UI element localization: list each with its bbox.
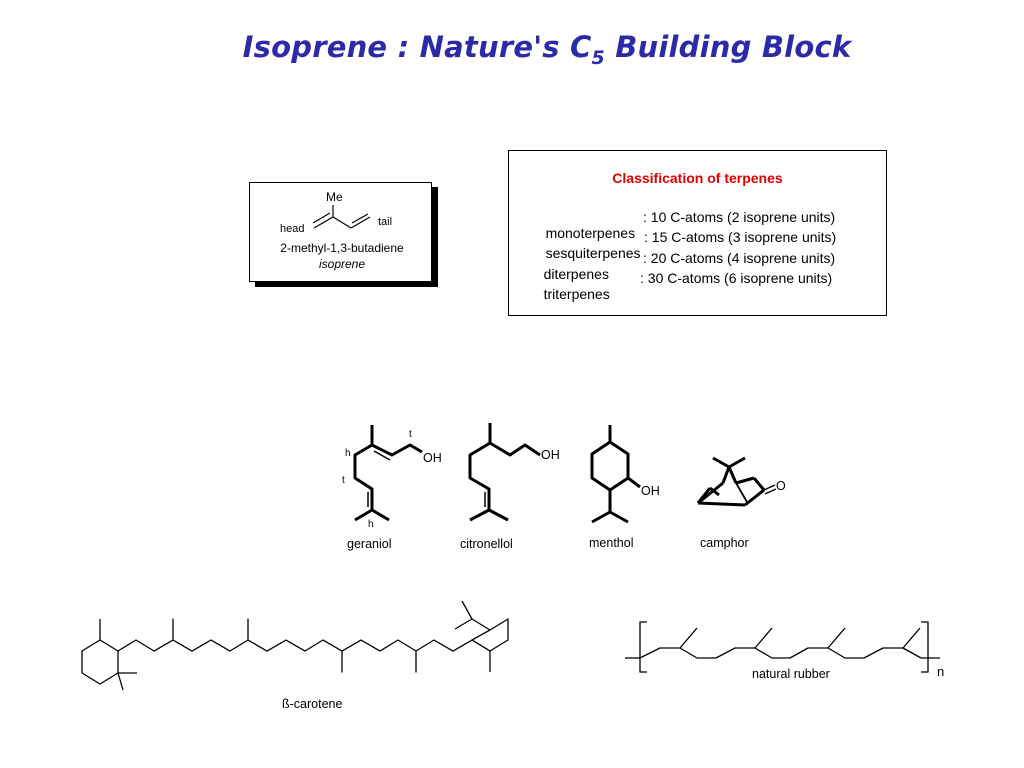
class-row-sesquiterpenes: sesquiterpenes : 15 C-atoms (3 isoprene … (530, 229, 837, 293)
geraniol-oh-label: OH (423, 451, 442, 465)
isoprene-head-label: head (280, 223, 304, 235)
menthol-structure (590, 425, 641, 524)
class-row-desc: : 15 C-atoms (3 isoprene units) (644, 229, 837, 245)
camphor-structure (696, 456, 777, 507)
class-row-triterpenes: triterpenes : 30 C-atoms (6 isoprene uni… (528, 270, 833, 334)
class-row-name: monoterpenes (545, 225, 636, 241)
citronellol-structure (468, 423, 541, 522)
class-row-name: diterpenes (543, 266, 609, 282)
geraniol-t1-label: t (409, 429, 412, 440)
class-row-desc: : 20 C-atoms (4 isoprene units) (643, 250, 836, 266)
title-main: Isoprene : Nature's C (242, 30, 592, 64)
citronellol-oh-label: OH (541, 448, 560, 462)
isoprene-me-label: Me (326, 190, 343, 204)
natural-rubber-n-label: n (937, 664, 944, 679)
classification-title: Classification of terpenes (612, 170, 783, 186)
isoprene-box: Me head tail 2-methyl-1,3-butadiene isop… (249, 182, 432, 282)
geraniol-name: geraniol (347, 537, 391, 551)
natural-rubber-structure (625, 621, 940, 673)
menthol-name: menthol (589, 536, 633, 550)
class-row-name: triterpenes (543, 286, 610, 302)
beta-carotene-structure (81, 600, 509, 691)
class-row-monoterpenes: monoterpenes : 10 C-atoms (2 isoprene un… (530, 209, 836, 273)
isoprene-iupac-name: 2-methyl-1,3-butadiene (280, 241, 404, 255)
isoprene-structure: Me head tail 2-methyl-1,3-butadiene isop… (280, 190, 404, 271)
geraniol-t2-label: t (342, 475, 345, 486)
isoprene-common-name: isoprene (319, 257, 365, 271)
beta-carotene-name: ß-carotene (282, 697, 342, 711)
geraniol-h2-label: h (368, 519, 374, 530)
class-row-diterpenes: diterpenes : 20 C-atoms (4 isoprene unit… (528, 250, 836, 314)
title-subscript: 5 (591, 46, 605, 69)
title-rest: Building Block (604, 30, 852, 64)
camphor-o-label: O (776, 479, 786, 493)
class-row-desc: : 30 C-atoms (6 isoprene units) (640, 270, 833, 286)
classification-box: Classification of terpenes monoterpenes … (508, 150, 887, 316)
menthol-oh-label: OH (641, 484, 660, 498)
geraniol-structure (353, 425, 423, 522)
isoprene-tail-label: tail (378, 216, 392, 228)
class-row-name: sesquiterpenes (545, 245, 641, 261)
slide-title: Isoprene : Nature's C5 Building Block (0, 30, 1024, 69)
natural-rubber-name: natural rubber (752, 667, 830, 681)
class-row-desc: : 10 C-atoms (2 isoprene units) (643, 209, 836, 225)
camphor-name: camphor (700, 536, 749, 550)
geraniol-h1-label: h (345, 448, 351, 459)
citronellol-name: citronellol (460, 537, 513, 551)
